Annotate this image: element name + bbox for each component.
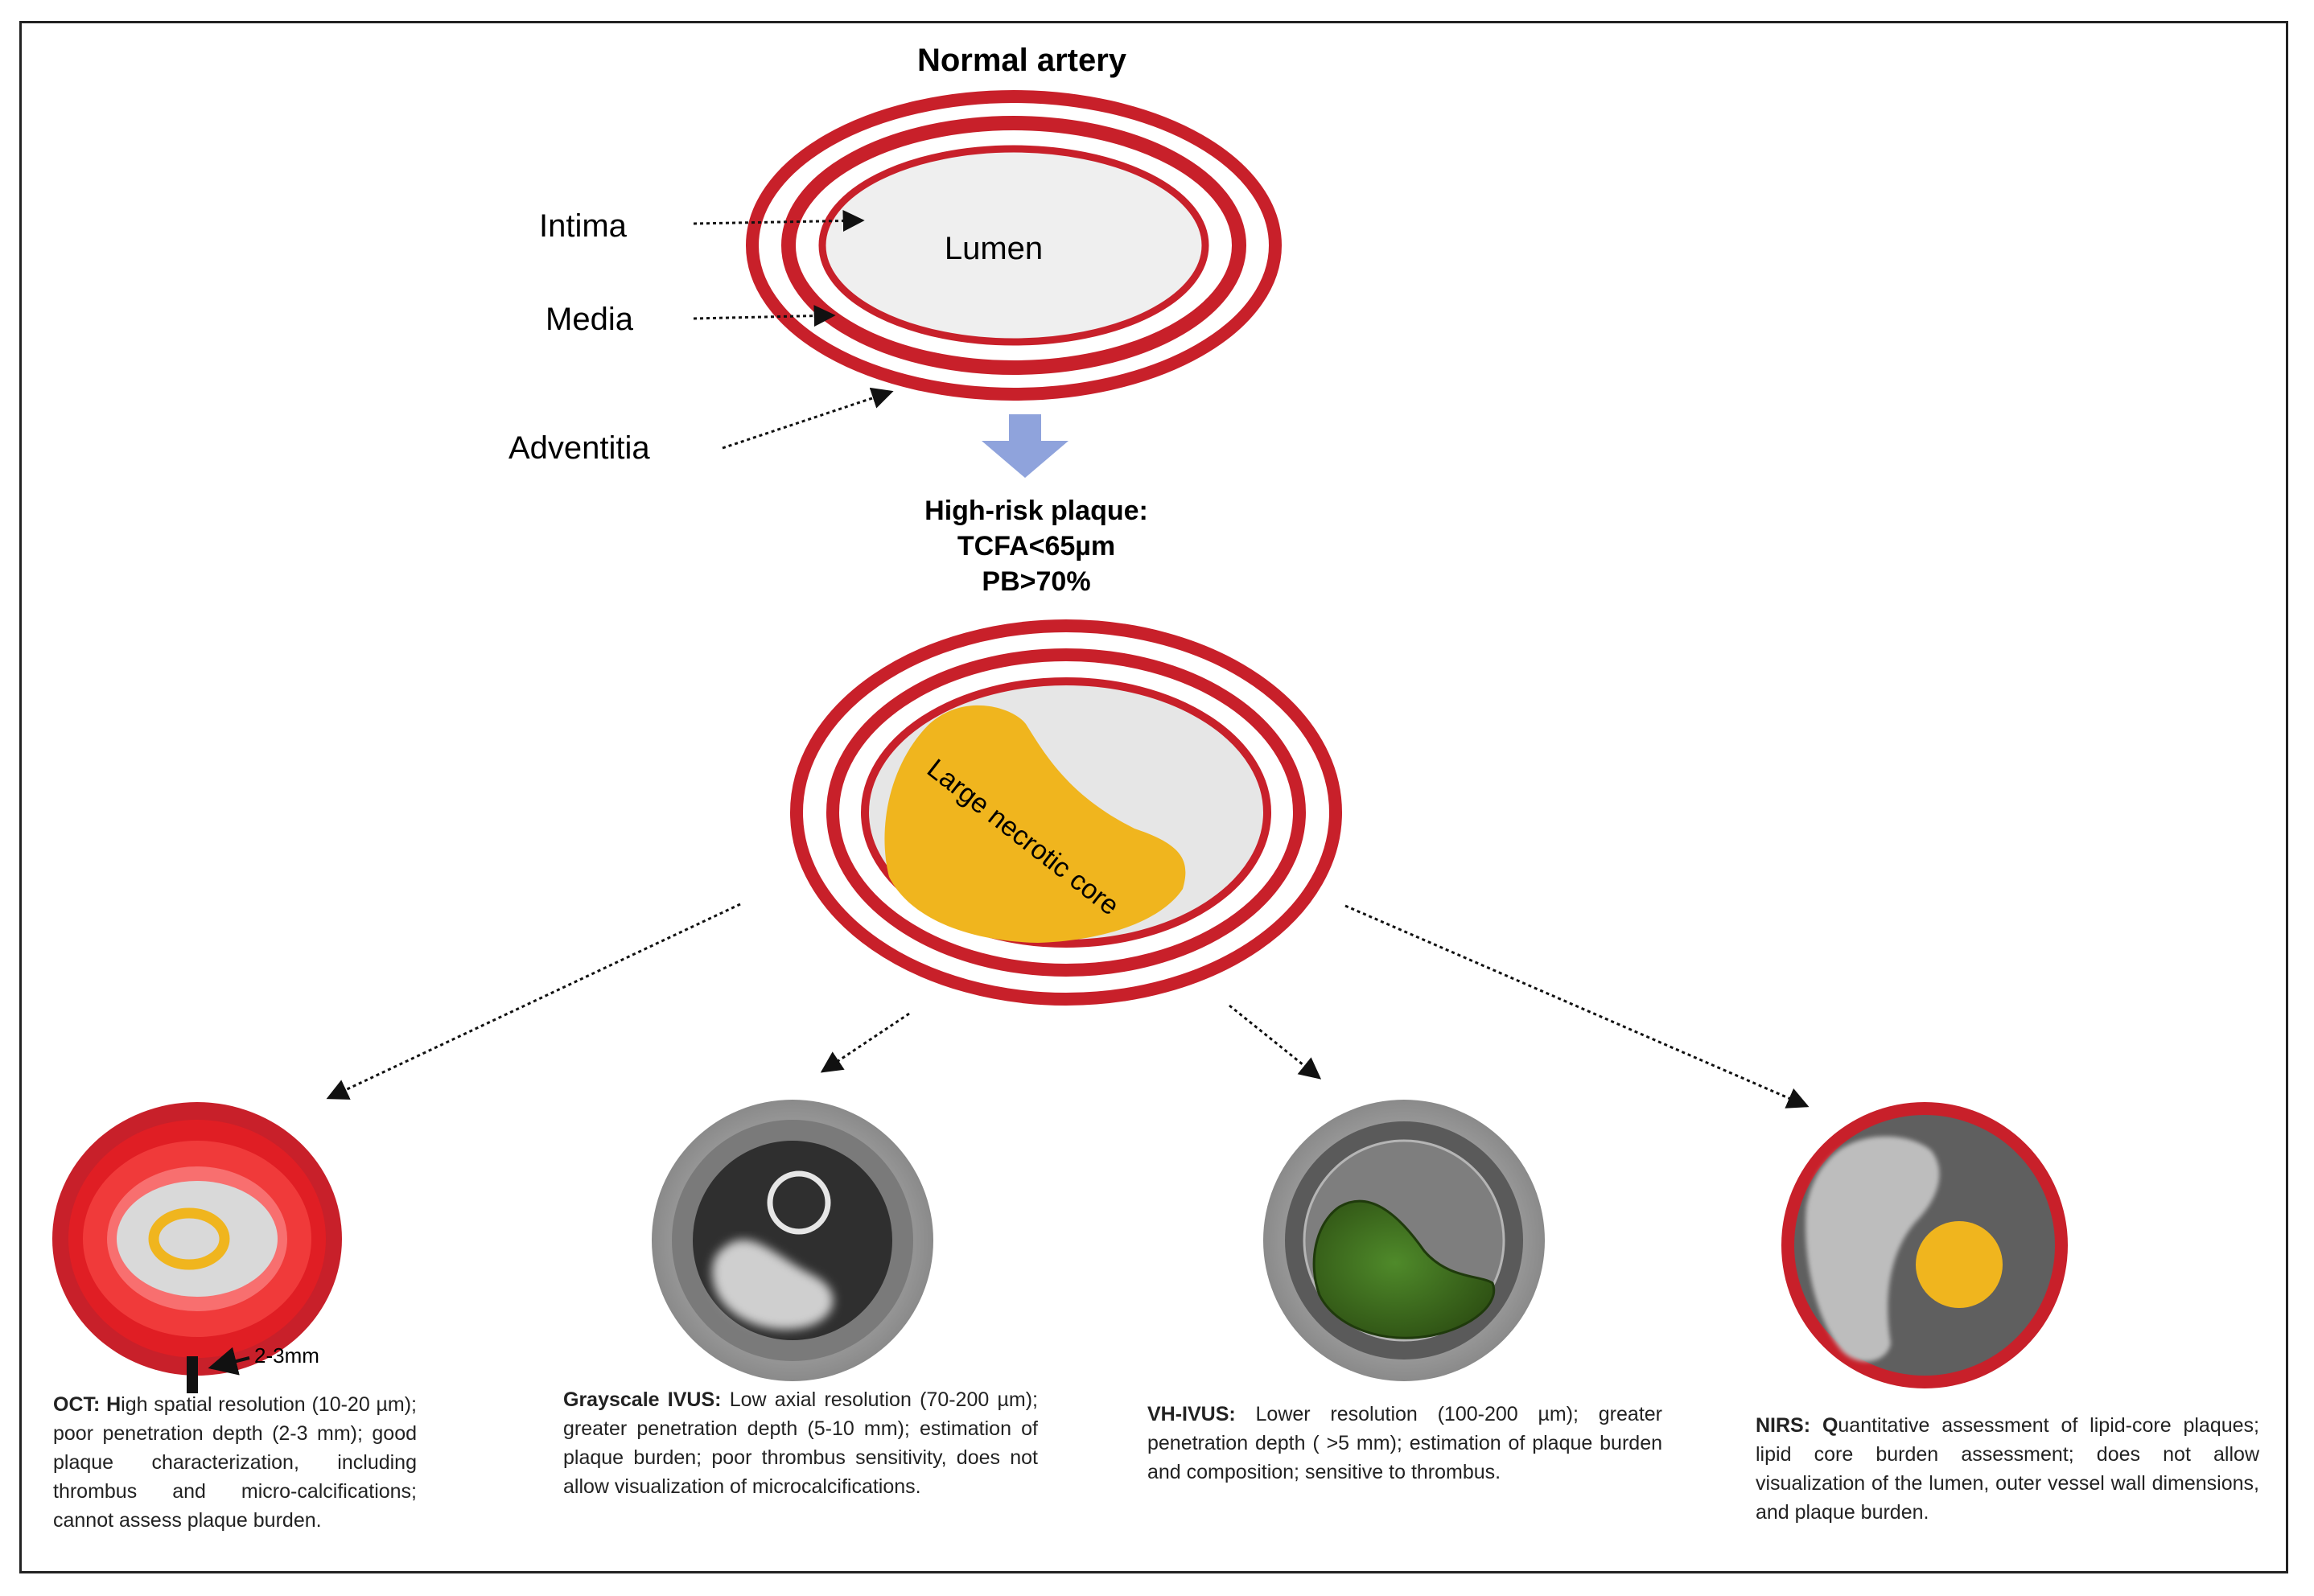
- tcfa-criterion: TCFA<65µm: [957, 531, 1115, 561]
- oct-text: igh spatial resolution (10-20 µm); poor …: [53, 1393, 417, 1532]
- title: Normal artery: [917, 43, 1127, 78]
- adventitia-label: Adventitia: [509, 430, 650, 466]
- nirs-plaque: [1805, 1136, 1940, 1362]
- vh-ivus-description: VH-IVUS: Lower resolution (100-200 µm); …: [1147, 1400, 1662, 1487]
- grayscale-ivus-image: [652, 1100, 933, 1381]
- necrotic-core: [884, 705, 1186, 943]
- intima-ring: [818, 145, 1209, 346]
- figure-frame: [19, 21, 2288, 1573]
- arrow-to-ivus: [820, 1012, 910, 1073]
- arrow-to-nirs: [1344, 904, 1810, 1109]
- ivus-catheter: [767, 1170, 831, 1235]
- high-risk-artery: Large necrotic core: [790, 619, 1342, 1006]
- oct-description: OCT: High spatial resolution (10-20 µm);…: [53, 1390, 417, 1535]
- oct-depth-bar: [187, 1356, 198, 1393]
- vh-ivus-image: [1263, 1100, 1545, 1381]
- vh-name: VH-IVUS:: [1147, 1403, 1236, 1425]
- oct-depth-label: 2-3mm: [254, 1343, 319, 1368]
- grayscale-ivus-description: Grayscale IVUS: Low axial resolution (70…: [563, 1385, 1038, 1501]
- nirs-name: NIRS:: [1756, 1414, 1811, 1437]
- lumen-label: Lumen: [945, 231, 1043, 266]
- arrow-to-vh-ivus: [1229, 1004, 1322, 1080]
- adventitia-pointer: [722, 387, 894, 450]
- ivus-plaque: [712, 1240, 834, 1330]
- oct-lumen: [117, 1181, 278, 1297]
- media-label: Media: [546, 302, 634, 337]
- oct-depth-arrow: [208, 1347, 250, 1376]
- ivus-name: Grayscale IVUS:: [563, 1388, 722, 1411]
- arrow-to-oct: [326, 903, 741, 1100]
- nirs-lipid-core: [1916, 1221, 2003, 1308]
- nirs-image: [1781, 1102, 2068, 1388]
- normal-artery: Lumen: [746, 90, 1282, 401]
- high-risk-heading: High-risk plaque:: [924, 496, 1148, 526]
- oct-lead: H: [106, 1393, 121, 1416]
- pb-criterion: PB>70%: [982, 566, 1090, 597]
- progression-arrow-icon: [982, 414, 1068, 478]
- nirs-lead: Q: [1822, 1414, 1838, 1437]
- intima-pointer: [693, 209, 865, 232]
- nirs-text: uantitative assessment of lipid-core pla…: [1756, 1414, 2259, 1524]
- vh-text: Lower resolution (100-200 µm); greater p…: [1147, 1403, 1662, 1483]
- ivus-text: Low axial resolution (70-200 µm); greate…: [563, 1388, 1038, 1498]
- nirs-description: NIRS: Quantitative assessment of lipid-c…: [1756, 1411, 2259, 1527]
- intima-label: Intima: [539, 208, 628, 244]
- oct-image: 2-3mm: [52, 1102, 342, 1393]
- oct-catheter-ring: [148, 1207, 230, 1270]
- oct-name: OCT:: [53, 1393, 101, 1416]
- media-pointer: [693, 305, 836, 327]
- vh-plaque: [1312, 1199, 1496, 1339]
